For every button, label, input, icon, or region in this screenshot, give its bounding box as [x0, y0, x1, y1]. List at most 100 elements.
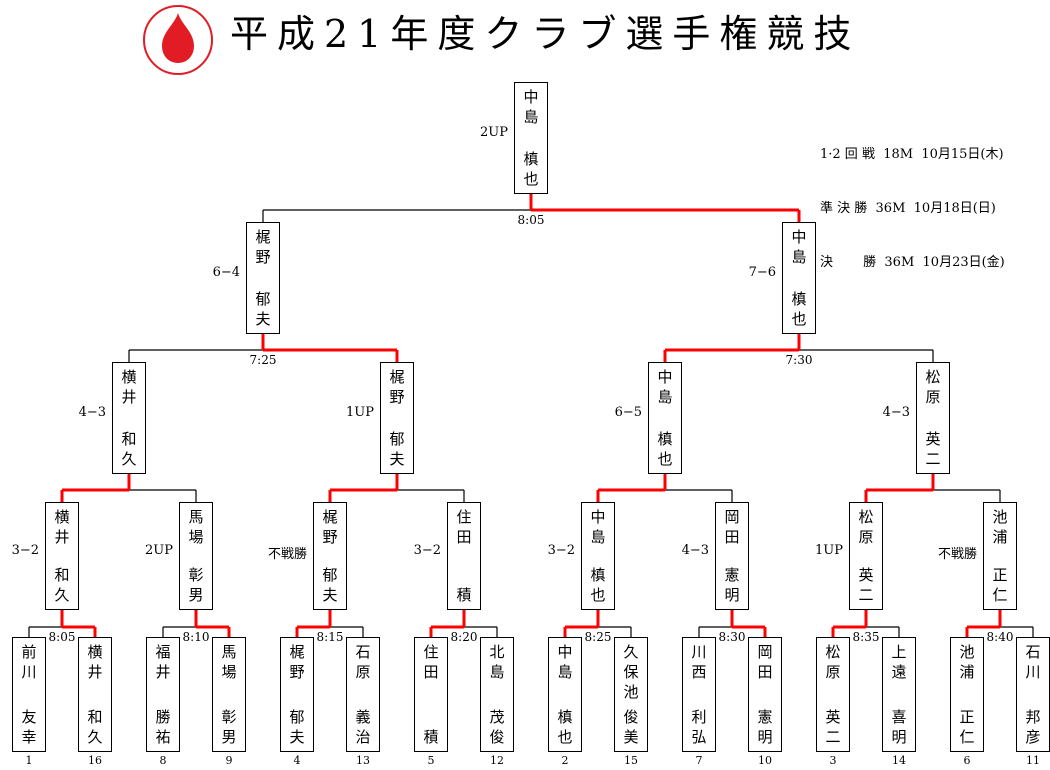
- match-score: 4−3: [681, 543, 709, 559]
- club-logo: [142, 4, 214, 76]
- player-given-name: 槙也: [523, 150, 539, 188]
- winner-box: 松原英二: [916, 362, 950, 474]
- player-family-name: 中島: [590, 508, 606, 546]
- player-given-name: 和久: [87, 708, 103, 746]
- player-family-name: 久保池: [623, 643, 639, 701]
- schedule-row: 決 勝 36M 10月23日(金): [820, 255, 1005, 270]
- player-family-name: 川西: [691, 643, 707, 681]
- match-score: 1UP: [815, 543, 843, 559]
- match-score: 不戦勝: [937, 547, 977, 563]
- player-given-name: 勝祐: [155, 708, 171, 746]
- match-score: 4−3: [78, 404, 106, 420]
- tee-time: 8:25: [582, 630, 614, 644]
- player-given-name: 憲明: [757, 708, 773, 746]
- player-given-name: 利弘: [691, 708, 707, 746]
- tee-time: 8:05: [515, 213, 547, 227]
- player-box: 川西利弘: [682, 637, 716, 752]
- player-given-name: 正仁: [959, 708, 975, 746]
- winner-box: 馬場彰男: [179, 502, 213, 610]
- winner-box: 梶野郁夫: [380, 362, 414, 474]
- player-family-name: 松原: [858, 508, 874, 546]
- player-given-name: 俊美: [623, 708, 639, 746]
- player-box: 中島槙也: [548, 637, 582, 752]
- winner-box: 梶野郁夫: [313, 502, 347, 610]
- seed-number: 4: [293, 754, 301, 767]
- seed-number: 1: [25, 754, 33, 767]
- player-family-name: 中島: [791, 228, 807, 266]
- player-box: 住田積: [414, 637, 448, 752]
- player-family-name: 石川: [1025, 643, 1041, 681]
- match-score: 6−5: [614, 404, 642, 420]
- player-family-name: 岡田: [757, 643, 773, 681]
- match-score: 7−6: [748, 264, 776, 280]
- player-given-name: 郁夫: [322, 566, 338, 604]
- tee-time: 7:30: [783, 353, 815, 367]
- club-logo-drop-icon: [143, 5, 213, 75]
- player-family-name: 横井: [87, 643, 103, 681]
- winner-box: 松原英二: [849, 502, 883, 610]
- player-given-name: 郁夫: [389, 430, 405, 468]
- player-family-name: 梶野: [255, 228, 271, 266]
- winner-box: 池浦正仁: [983, 502, 1017, 610]
- player-family-name: 松原: [825, 643, 841, 681]
- match-score: 1UP: [346, 404, 374, 420]
- winner-box: 中島槙也: [782, 222, 816, 334]
- tee-time: 8:20: [448, 630, 480, 644]
- player-family-name: 中島: [557, 643, 573, 681]
- winner-box: 横井和久: [112, 362, 146, 474]
- match-score: 6−4: [212, 264, 240, 280]
- seed-number: 10: [758, 754, 772, 767]
- player-family-name: 横井: [121, 368, 137, 406]
- match-score: 3−2: [547, 543, 575, 559]
- player-family-name: 池浦: [992, 508, 1008, 546]
- schedule-row: 1·2 回 戦 18M 10月15日(木): [820, 147, 1004, 162]
- seed-number: 16: [88, 754, 102, 767]
- player-given-name: 積: [456, 586, 472, 604]
- player-box: 石原義治: [346, 637, 380, 752]
- page-title: 平成21年度クラブ選手権競技: [230, 12, 861, 56]
- player-given-name: 和久: [54, 566, 70, 604]
- schedule-row: 準 決 勝 36M 10月18日(日): [820, 201, 996, 216]
- player-box: 松原英二: [816, 637, 850, 752]
- match-score: 不戦勝: [267, 547, 307, 563]
- player-box: 石川邦彦: [1016, 637, 1050, 752]
- player-given-name: 英二: [858, 566, 874, 604]
- player-family-name: 住田: [456, 508, 472, 546]
- player-family-name: 岡田: [724, 508, 740, 546]
- player-family-name: 池浦: [959, 643, 975, 681]
- player-given-name: 邦彦: [1025, 708, 1041, 746]
- winner-box: 中島槙也: [514, 82, 548, 194]
- winner-box: 横井和久: [45, 502, 79, 610]
- seed-number: 5: [427, 754, 435, 767]
- player-family-name: 中島: [523, 88, 539, 126]
- player-family-name: 馬場: [221, 643, 237, 681]
- player-box: 上遠喜明: [882, 637, 916, 752]
- player-given-name: 郁夫: [289, 708, 305, 746]
- winner-box: 中島槙也: [581, 502, 615, 610]
- player-family-name: 住田: [423, 643, 439, 681]
- player-family-name: 福井: [155, 643, 171, 681]
- player-given-name: 積: [423, 728, 439, 746]
- seed-number: 15: [624, 754, 638, 767]
- player-family-name: 石原: [355, 643, 371, 681]
- player-box: 北島茂俊: [480, 637, 514, 752]
- player-given-name: 槙也: [590, 566, 606, 604]
- player-box: 梶野郁夫: [280, 637, 314, 752]
- seed-number: 14: [892, 754, 906, 767]
- player-given-name: 憲明: [724, 566, 740, 604]
- tee-time: 8:10: [180, 630, 212, 644]
- player-family-name: 上遠: [891, 643, 907, 681]
- player-family-name: 梶野: [289, 643, 305, 681]
- player-box: 前川友幸: [12, 637, 46, 752]
- tee-time: 8:05: [46, 630, 78, 644]
- tee-time: 7:25: [247, 353, 279, 367]
- player-given-name: 彰男: [221, 708, 237, 746]
- player-given-name: 槙也: [791, 290, 807, 328]
- player-given-name: 英二: [925, 430, 941, 468]
- player-given-name: 喜明: [891, 708, 907, 746]
- schedule: 1·2 回 戦 18M 10月15日(木) 準 決 勝 36M 10月18日(日…: [820, 110, 1005, 290]
- tee-time: 8:35: [850, 630, 882, 644]
- player-box: 池浦正仁: [950, 637, 984, 752]
- player-family-name: 松原: [925, 368, 941, 406]
- tee-time: 8:40: [984, 630, 1016, 644]
